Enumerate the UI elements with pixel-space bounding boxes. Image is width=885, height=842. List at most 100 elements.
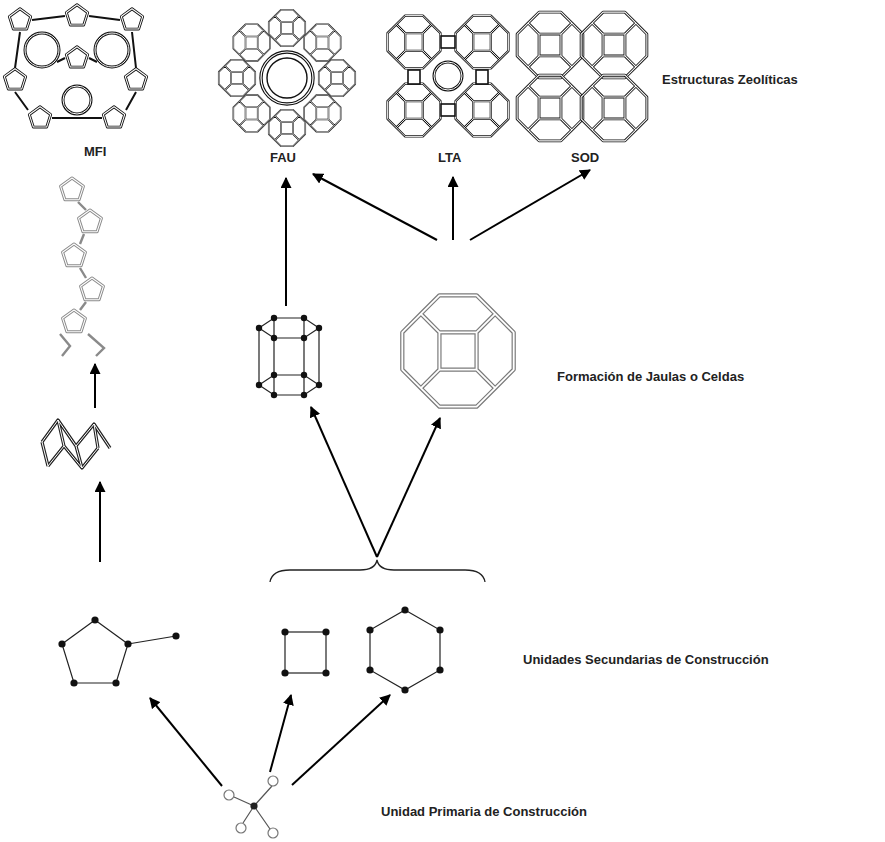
ring-bonds [62, 620, 176, 683]
d4r-cube [408, 70, 420, 84]
sodalite-cage [402, 295, 513, 406]
five-ring-unit [58, 616, 179, 686]
build-arrow [470, 170, 590, 240]
sodalite-cage [581, 75, 647, 141]
pentasil-unit [63, 310, 86, 332]
tetrahedral-atoms [58, 616, 179, 686]
build-arrows [95, 170, 590, 786]
pentasil-unit [61, 178, 84, 200]
level-caption: Unidad Primaria de Construcción [381, 804, 587, 820]
four-ring-unit [281, 628, 329, 676]
hexagonal-prism [256, 315, 322, 398]
mfi-channel [25, 33, 59, 67]
pentasil-unit [121, 9, 142, 29]
structure-label-box: FAU [267, 149, 299, 167]
sodalite-cage [304, 24, 341, 61]
sodalite-cage [319, 60, 356, 97]
sodalite-cage [456, 16, 509, 69]
level-caption: Estructuras Zeolíticas [662, 72, 798, 88]
level-caption-box: Estructuras Zeolíticas [660, 71, 800, 89]
d4r-cube [476, 70, 488, 84]
framework-code: LTA [438, 150, 461, 166]
sodalite-cage [517, 75, 583, 141]
sodalite-cage [456, 84, 509, 137]
sodalite-cage [517, 12, 583, 78]
sodalite-cage [388, 84, 441, 137]
chain-bonds [60, 202, 104, 356]
pentasil-unit [81, 278, 104, 300]
pentasil-unit [66, 5, 87, 25]
level-caption-box: Unidades Secundarias de Construcción [521, 651, 771, 669]
sodalite-cage [388, 16, 441, 69]
level-caption-box: Formación de Jaulas o Celdas [555, 368, 746, 386]
double-four-ring [408, 36, 488, 116]
sodalite-cage [269, 110, 306, 147]
sodalite-cage [304, 95, 341, 132]
build-arrow [452, 177, 454, 240]
grouping-brace [270, 560, 485, 582]
sodalite-cage [233, 24, 270, 61]
mfi-channel [63, 86, 91, 114]
mfi-channel [95, 33, 129, 67]
framework-code: SOD [571, 150, 599, 166]
build-arrow [94, 364, 96, 408]
build-arrow [377, 418, 440, 557]
tetrahedral-atoms [366, 606, 443, 693]
framework-code: MFI [84, 144, 106, 160]
alpha-cage-ring [434, 62, 462, 90]
pentasil-fragment [42, 420, 110, 468]
supercage-ring [261, 52, 313, 104]
structure-label-box: LTA [435, 149, 464, 167]
d4r-cube [441, 36, 455, 48]
sodalite-cage [269, 10, 306, 47]
level-caption: Formación de Jaulas o Celdas [557, 369, 744, 385]
d4r-cube [441, 104, 455, 116]
mfi-channel [95, 33, 129, 67]
pentasil-unit [79, 210, 102, 232]
pentasil-unit [63, 244, 86, 266]
level-caption: Unidades Secundarias de Construcción [523, 652, 769, 668]
lta-framework [388, 16, 509, 137]
build-arrow [150, 698, 222, 786]
fau-framework [219, 10, 356, 147]
sodalite-cage [219, 60, 256, 97]
chain-bonds [42, 420, 110, 468]
to-bonds [234, 786, 272, 829]
mfi-bonds [15, 16, 136, 118]
pentasil-chain [60, 178, 104, 356]
sodalite-cage [581, 12, 647, 78]
build-arrow [311, 407, 377, 557]
tetrahedral-atoms [281, 628, 329, 676]
supercage-ring [261, 52, 313, 104]
pentasil-unit [125, 69, 146, 89]
ring-bonds [285, 632, 326, 673]
pentasil-unit [29, 107, 50, 127]
build-arrow [313, 174, 437, 240]
oxygen-atoms [224, 776, 278, 838]
tetrahedron-unit [224, 776, 278, 838]
mfi-channel [25, 33, 59, 67]
pentasil-unit [103, 107, 124, 127]
prism-edges [259, 318, 319, 395]
sod-framework [517, 12, 647, 141]
ring-bonds [370, 610, 440, 690]
chain-bonds [42, 420, 110, 468]
framework-code: FAU [270, 150, 296, 166]
structure-label-box: SOD [568, 149, 602, 167]
build-arrow [292, 695, 390, 785]
sodalite-cage [233, 95, 270, 132]
pentasil-unit [4, 69, 25, 89]
alpha-cage-ring [434, 62, 462, 90]
silicon-atom [250, 802, 257, 809]
build-arrow [285, 178, 287, 306]
level-caption-box: Unidad Primaria de Construcción [379, 803, 589, 821]
pentasil-unit [9, 9, 30, 29]
six-ring-unit [366, 606, 443, 693]
pentasil-unit [66, 47, 87, 67]
supercage-ring [267, 58, 307, 98]
tetrahedral-atoms [256, 315, 322, 398]
mfi-channel [63, 86, 91, 114]
mfi-framework [4, 5, 146, 127]
